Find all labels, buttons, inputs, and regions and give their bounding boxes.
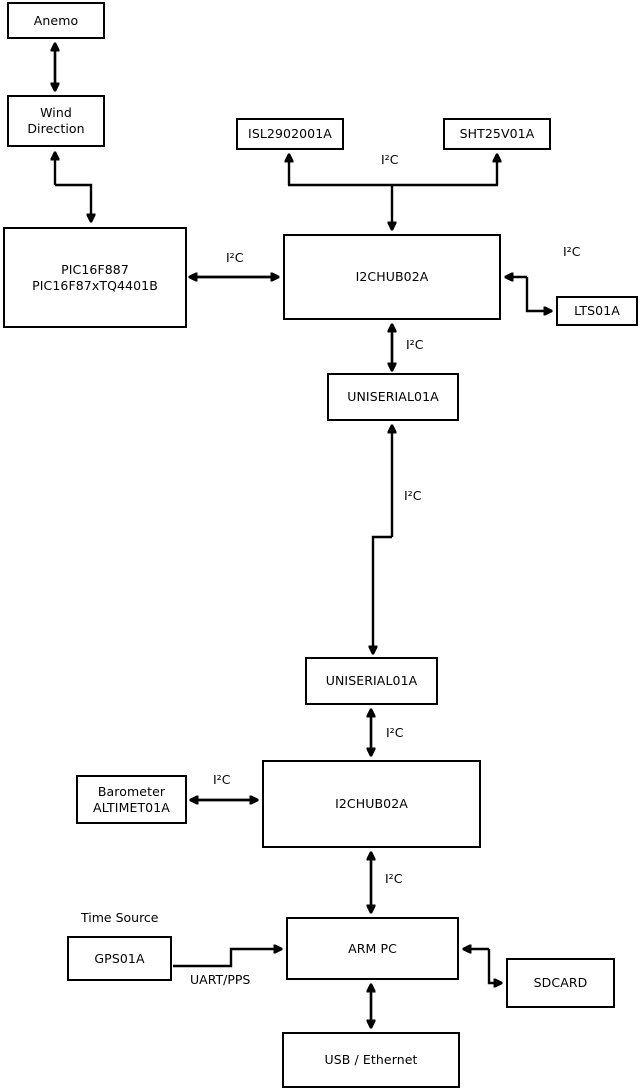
label-i2c-uniserial-link: I²C <box>404 488 422 503</box>
wire-uniserial-link-down <box>373 535 392 653</box>
block-pic-mcu[interactable]: PIC16F887 PIC16F87xTQ4401B <box>3 227 187 328</box>
label-i2c-hub2-arm: I²C <box>385 871 403 886</box>
block-lts01a[interactable]: LTS01A <box>556 296 638 326</box>
label-i2c-hub-lts: I²C <box>563 244 581 259</box>
label-i2c-uniserial-hub2: I²C <box>386 725 404 740</box>
label-uart-pps: UART/PPS <box>190 972 251 987</box>
block-i2chub02a-bottom[interactable]: I2CHUB02A <box>262 760 481 848</box>
block-i2chub02a-top[interactable]: I2CHUB02A <box>283 234 501 320</box>
block-barometer-altimet01a[interactable]: Barometer ALTIMET01A <box>76 775 187 824</box>
block-uniserial01a-upper[interactable]: UNISERIAL01A <box>327 373 459 421</box>
wire-pic-winddir-jog <box>55 183 91 221</box>
wire-gps-to-arm <box>173 949 281 968</box>
block-isl2902001a[interactable]: ISL2902001A <box>236 118 344 150</box>
label-i2c-pic-hub: I²C <box>226 250 244 265</box>
block-arm-pc[interactable]: ARM PC <box>286 917 459 980</box>
block-sdcard[interactable]: SDCARD <box>506 958 615 1008</box>
label-i2c-hub-uniserial: I²C <box>406 337 424 352</box>
block-gps01a[interactable]: GPS01A <box>67 936 172 981</box>
block-uniserial01a-lower[interactable]: UNISERIAL01A <box>305 657 438 705</box>
block-anemo[interactable]: Anemo <box>7 2 105 39</box>
wire-arm-to-sdcard <box>487 949 501 983</box>
label-time-source: Time Source <box>81 910 159 925</box>
wire-hub-to-lts <box>525 277 551 311</box>
block-sht25v01a[interactable]: SHT25V01A <box>443 118 551 150</box>
label-i2c-barometer: I²C <box>213 772 231 787</box>
label-i2c-top-bus: I²C <box>381 152 399 167</box>
block-usb-ethernet[interactable]: USB / Ethernet <box>282 1032 460 1088</box>
block-wind-direction[interactable]: Wind Direction <box>7 95 105 147</box>
